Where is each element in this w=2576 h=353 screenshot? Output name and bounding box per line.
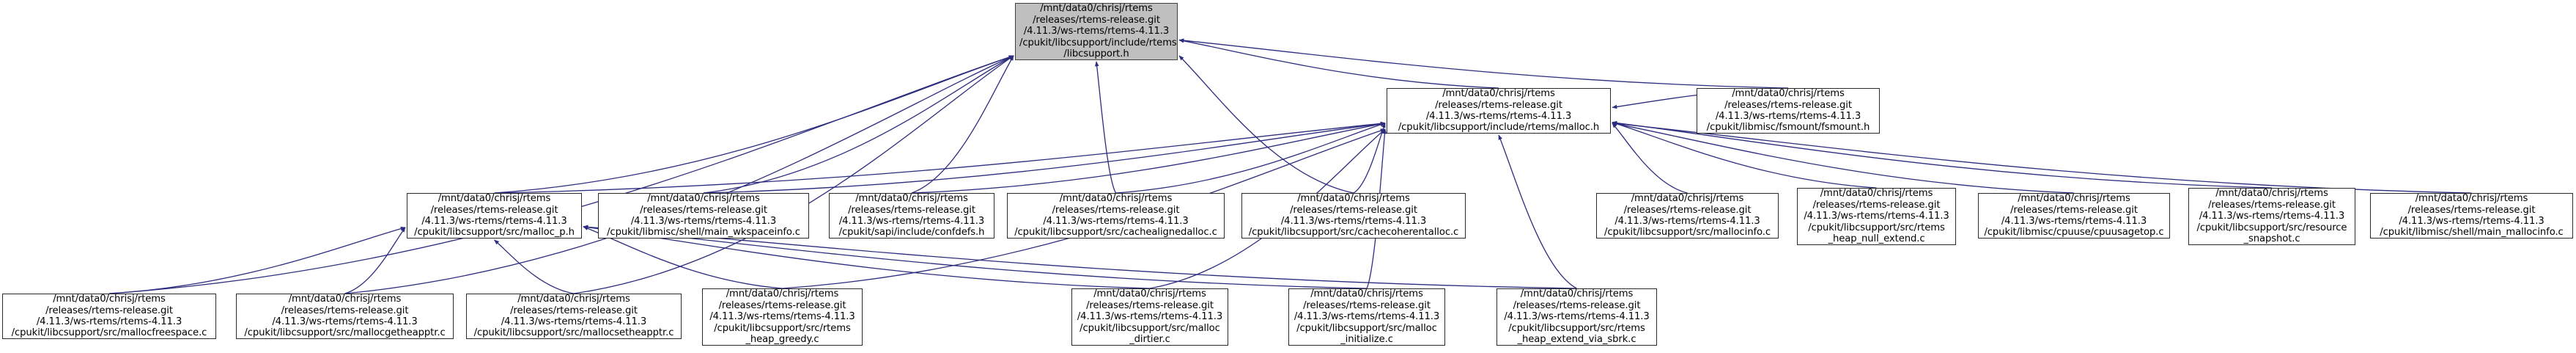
graph-edge [1353, 123, 1386, 194]
graph-node-label: /mnt/data0/chrisj/rtems /releases/rtems-… [1077, 288, 1223, 346]
graph-node-label: /mnt/data0/chrisj/rtems /releases/rtems-… [1706, 88, 1870, 134]
graph-edge [911, 55, 1014, 194]
graph-node-label: /mnt/data0/chrisj/rtems /releases/rtems-… [838, 193, 985, 239]
graph-node-label: /mnt/data0/chrisj/rtems /releases/rtems-… [2196, 188, 2347, 245]
graph-edge [1498, 134, 1577, 289]
graph-node-label: /mnt/data0/chrisj/rtems /releases/rtems-… [244, 294, 446, 339]
graph-node-rtems-heap-null-extend-c[interactable]: /mnt/data0/chrisj/rtems /releases/rtems-… [1797, 188, 1956, 245]
graph-edge [703, 55, 1014, 194]
graph-edge [1612, 122, 2075, 194]
graph-node-malloc-p-h[interactable]: /mnt/data0/chrisj/rtems /releases/rtems-… [407, 193, 582, 239]
graph-node-resource-snapshot-c[interactable]: /mnt/data0/chrisj/rtems /releases/rtems-… [2188, 188, 2355, 245]
graph-node-malloc-initialize-c[interactable]: /mnt/data0/chrisj/rtems /releases/rtems-… [1288, 288, 1445, 346]
graph-node-confdefs-h[interactable]: /mnt/data0/chrisj/rtems /releases/rtems-… [829, 193, 994, 239]
graph-node-label: /mnt/data0/chrisj/rtems /releases/rtems-… [1248, 193, 1459, 239]
graph-edge [1094, 61, 1117, 194]
graph-node-label: /mnt/data0/chrisj/rtems /releases/rtems-… [2380, 193, 2564, 239]
graph-edge [108, 226, 406, 294]
graph-node-mallocinfo-c[interactable]: /mnt/data0/chrisj/rtems /releases/rtems-… [1596, 193, 1779, 239]
graph-node-mallocsetheapptr-c[interactable]: /mnt/data0/chrisj/rtems /releases/rtems-… [466, 294, 682, 339]
graph-node-libcsupport-h[interactable]: /mnt/data0/chrisj/rtems /releases/rtems-… [1015, 3, 1178, 60]
graph-node-label: /mnt/data0/chrisj/rtems /releases/rtems-… [414, 193, 575, 239]
graph-node-label: /mnt/data0/chrisj/rtems /releases/rtems-… [1984, 193, 2164, 239]
graph-node-label: /mnt/data0/chrisj/rtems /releases/rtems-… [1293, 288, 1440, 346]
graph-edge [493, 239, 575, 294]
graph-node-mallocgetheapptr-c[interactable]: /mnt/data0/chrisj/rtems /releases/rtems-… [236, 294, 454, 339]
graph-edge [1115, 123, 1386, 194]
graph-node-main-wkspaceinfo-c[interactable]: /mnt/data0/chrisj/rtems /releases/rtems-… [598, 193, 809, 239]
graph-edge [494, 121, 1386, 194]
graph-edge [1178, 38, 1789, 89]
graph-node-label: /mnt/data0/chrisj/rtems /releases/rtems-… [607, 193, 800, 239]
graph-node-label: /mnt/data0/chrisj/rtems /releases/rtems-… [1014, 193, 1217, 239]
graph-node-malloc-dirtier-c[interactable]: /mnt/data0/chrisj/rtems /releases/rtems-… [1071, 288, 1228, 346]
graph-node-malloc-h[interactable]: /mnt/data0/chrisj/rtems /releases/rtems-… [1387, 88, 1611, 134]
graph-edge [1178, 55, 1354, 194]
graph-edge [1178, 38, 1499, 89]
graph-edge [703, 121, 1386, 194]
graph-node-fsmount-h[interactable]: /mnt/data0/chrisj/rtems /releases/rtems-… [1697, 88, 1880, 134]
graph-node-rtems-heap-greedy-c[interactable]: /mnt/data0/chrisj/rtems /releases/rtems-… [702, 288, 863, 346]
graph-node-label: /mnt/data0/chrisj/rtems /releases/rtems-… [1804, 188, 1949, 245]
graph-node-label: /mnt/data0/chrisj/rtems /releases/rtems-… [1604, 193, 1771, 239]
graph-node-mallocfreespace-c[interactable]: /mnt/data0/chrisj/rtems /releases/rtems-… [2, 294, 216, 339]
graph-node-label: /mnt/data0/chrisj/rtems /releases/rtems-… [1398, 88, 1600, 134]
graph-edge [108, 55, 1014, 294]
graph-node-label: /mnt/data0/chrisj/rtems /releases/rtems-… [1019, 3, 1177, 60]
graph-node-label: /mnt/data0/chrisj/rtems /releases/rtems-… [11, 294, 207, 339]
graph-edge [1612, 123, 1688, 194]
graph-node-rtems-heap-extend-via-sbrk-c[interactable]: /mnt/data0/chrisj/rtems /releases/rtems-… [1496, 288, 1657, 346]
graph-edge [1612, 121, 2472, 194]
graph-node-cachealignedalloc-c[interactable]: /mnt/data0/chrisj/rtems /releases/rtems-… [1007, 193, 1225, 239]
graph-node-label: /mnt/data0/chrisj/rtems /releases/rtems-… [1504, 288, 1650, 346]
graph-edge [344, 55, 1014, 294]
graph-edge [344, 227, 406, 294]
graph-edge [573, 55, 1014, 294]
graph-node-label: /mnt/data0/chrisj/rtems /releases/rtems-… [473, 294, 674, 339]
graph-node-main-mallocinfo-c[interactable]: /mnt/data0/chrisj/rtems /releases/rtems-… [2370, 193, 2573, 239]
graph-node-label: /mnt/data0/chrisj/rtems /releases/rtems-… [709, 288, 855, 346]
graph-node-cachecoherentalloc-c[interactable]: /mnt/data0/chrisj/rtems /releases/rtems-… [1241, 193, 1466, 239]
graph-edge [494, 55, 1014, 194]
graph-node-cpuusagetop-c[interactable]: /mnt/data0/chrisj/rtems /releases/rtems-… [1978, 193, 2170, 239]
graph-edge [911, 122, 1386, 194]
